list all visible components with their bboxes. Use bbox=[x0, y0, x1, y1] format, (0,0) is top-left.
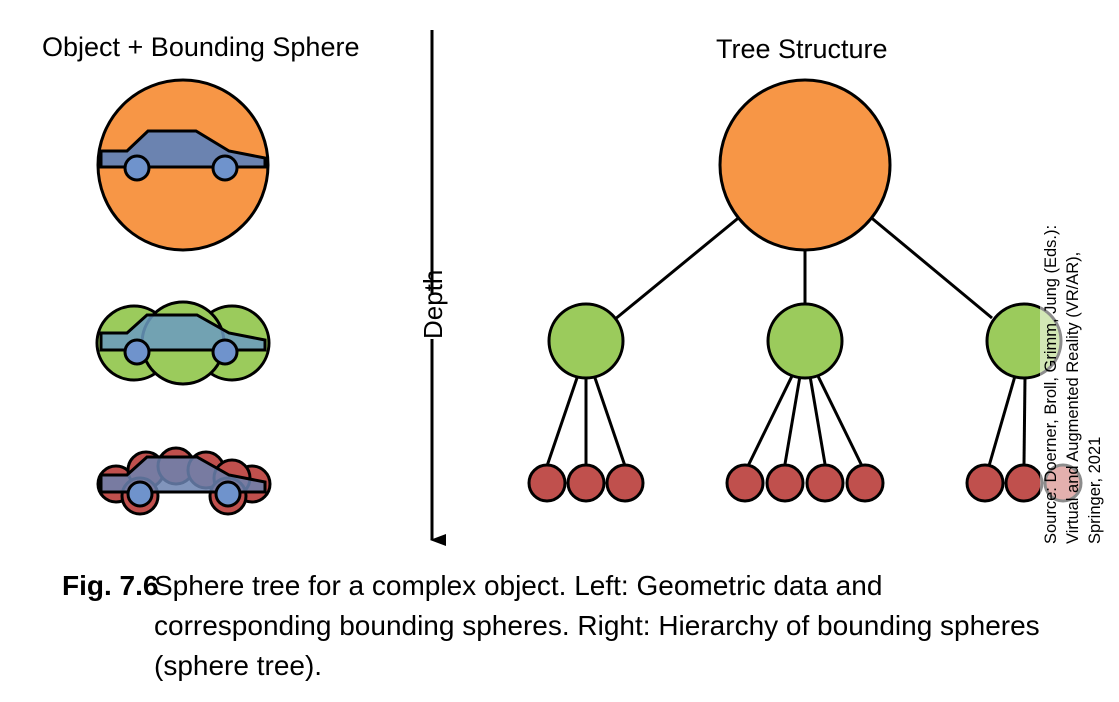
tree-edge bbox=[545, 374, 580, 467]
tree-edges bbox=[545, 213, 1027, 467]
credit-line: Virtual and Augmented Reality (VR/AR), bbox=[1064, 251, 1082, 544]
caption-text: Sphere tree for a complex object. Left: … bbox=[154, 570, 1040, 681]
tree-leaf-node bbox=[765, 463, 805, 503]
level-1-object bbox=[95, 300, 271, 386]
credit-line: Source: Doerner, Broll, Grimm, Jung (Eds… bbox=[1042, 224, 1060, 544]
right-panel-title: Tree Structure bbox=[716, 34, 888, 64]
tree-level-1-node bbox=[547, 302, 625, 380]
level-0-object bbox=[96, 78, 270, 252]
tree-leaf-node bbox=[725, 463, 765, 503]
tree-edge bbox=[592, 374, 627, 467]
source-credit: Source: Doerner, Broll, Grimm, Jung (Eds… bbox=[1040, 182, 1119, 544]
car-wheel bbox=[211, 154, 239, 182]
tree-edge bbox=[987, 375, 1017, 467]
tree-edge bbox=[746, 373, 795, 467]
tree-leaf-node bbox=[845, 463, 885, 503]
tree-level-1-node bbox=[766, 302, 844, 380]
car-wheel bbox=[126, 480, 154, 508]
depth-axis-label: Depth bbox=[413, 270, 453, 339]
tree-edge bbox=[783, 375, 802, 465]
tree-edge bbox=[808, 375, 827, 465]
tree-leaf-node bbox=[965, 463, 1005, 503]
tree-leaf-node bbox=[605, 463, 645, 503]
credit-backdrop bbox=[1040, 180, 1118, 545]
tree-leaf-node bbox=[527, 463, 567, 503]
tree-edge bbox=[867, 213, 993, 320]
tree-edge bbox=[1022, 376, 1027, 465]
tree-leaf-node bbox=[1004, 463, 1044, 503]
left-panel-title: Object + Bounding Sphere bbox=[42, 32, 360, 62]
car-wheel bbox=[214, 480, 242, 508]
level-2-object bbox=[96, 446, 272, 516]
car-wheel bbox=[211, 338, 239, 366]
credit-line: Springer, 2021 bbox=[1086, 436, 1104, 544]
tree-root-node bbox=[718, 78, 892, 252]
tree-leaf-node bbox=[566, 463, 606, 503]
tree-edge bbox=[613, 213, 743, 322]
figure-number: Fig. 7.6 bbox=[62, 570, 159, 601]
tree-edge bbox=[815, 373, 864, 467]
car-wheel bbox=[123, 338, 151, 366]
tree-leaf-node bbox=[805, 463, 845, 503]
car-wheel bbox=[123, 154, 151, 182]
